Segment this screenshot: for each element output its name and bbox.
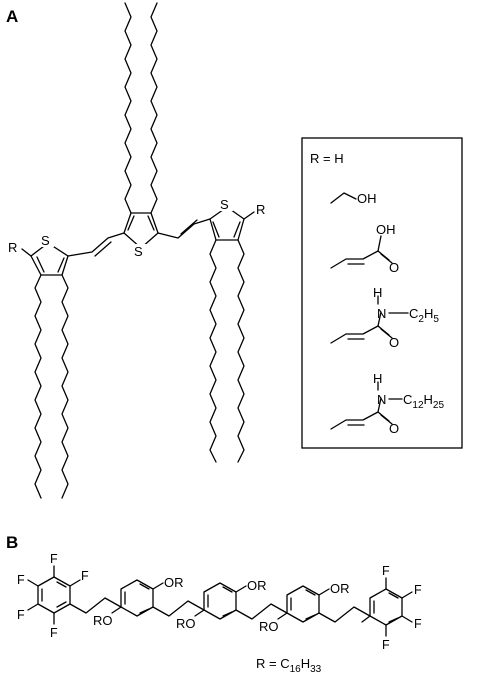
legend-header: R = H <box>310 151 344 166</box>
svg-text:OR: OR <box>164 575 184 590</box>
svg-text:F: F <box>17 573 25 587</box>
right-thiophene-sulfur: S <box>220 197 229 212</box>
right-pentafluorophenyl: F F F F <box>361 564 422 652</box>
legend-ethyl-amide: H N C2H5 O <box>330 285 439 350</box>
svg-text:OR: OR <box>247 578 267 593</box>
svg-text:N: N <box>377 306 386 321</box>
right-chain-b <box>237 239 245 463</box>
left-thiophene-ring: S R <box>8 233 69 276</box>
left-substituent-r: R <box>8 240 17 255</box>
left-chain-b <box>61 274 69 499</box>
left-vinylene-bond <box>67 232 125 257</box>
svg-text:O: O <box>389 421 399 436</box>
right-thiophene-ring: S R <box>209 197 265 241</box>
left-thiophene-sulfur: S <box>41 233 50 248</box>
dialkoxy-benzene-1: OR RO <box>93 575 184 628</box>
svg-text:C2H5: C2H5 <box>409 306 439 325</box>
svg-text:O: O <box>389 260 399 275</box>
r-group-legend: R = H OH OH O H N C2H5 O <box>301 137 463 449</box>
legend-dodecyl-amide: H N C12H25 O <box>330 371 444 436</box>
ethylene-link-1 <box>69 597 122 614</box>
dialkoxy-benzene-2: OR RO <box>176 578 267 631</box>
panel-a-label: A <box>6 7 18 26</box>
panel-b-footnote: R = C16H33 <box>256 656 322 675</box>
svg-text:F: F <box>50 552 58 566</box>
svg-text:C12H25: C12H25 <box>403 392 444 411</box>
svg-text:F: F <box>382 564 390 578</box>
left-pentafluorophenyl: F F F F F <box>17 552 89 640</box>
svg-text:F: F <box>414 583 422 597</box>
svg-text:F: F <box>50 626 58 640</box>
ethylene-link-3 <box>235 603 288 620</box>
svg-text:RO: RO <box>259 619 279 634</box>
central-thiophene-ring: S <box>123 212 159 259</box>
central-chain-a <box>124 2 132 214</box>
svg-text:H: H <box>373 371 382 386</box>
legend-acrylic-acid: OH O <box>330 222 399 275</box>
ethylene-link-4 <box>318 606 371 623</box>
left-chain-a <box>34 274 42 499</box>
panel-b-label: B <box>6 533 18 552</box>
svg-text:F: F <box>382 638 390 652</box>
ethylene-link-2 <box>152 600 205 617</box>
right-vinylene-bond <box>157 218 211 239</box>
right-chain-a <box>209 239 217 463</box>
svg-text:N: N <box>377 392 386 407</box>
legend-frame <box>301 137 463 449</box>
svg-text:H: H <box>373 285 382 300</box>
svg-text:F: F <box>17 608 25 622</box>
svg-text:O: O <box>389 335 399 350</box>
svg-text:OR: OR <box>330 581 350 596</box>
svg-text:F: F <box>414 617 422 631</box>
svg-text:RO: RO <box>176 616 196 631</box>
svg-text:RO: RO <box>93 613 113 628</box>
svg-text:F: F <box>81 569 89 583</box>
central-chain-b <box>150 2 158 214</box>
right-substituent-r: R <box>256 202 265 217</box>
central-thiophene-sulfur: S <box>134 244 143 259</box>
legend-hydroxymethyl: OH <box>330 191 377 206</box>
dialkoxy-benzene-3: OR RO <box>259 581 350 634</box>
svg-text:OH: OH <box>357 191 377 206</box>
svg-text:OH: OH <box>376 222 396 237</box>
